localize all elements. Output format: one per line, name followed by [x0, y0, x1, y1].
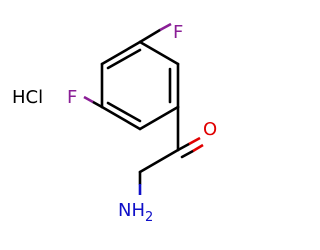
amine-label: NH2: [118, 200, 153, 225]
ring-inner-bond-3: [106, 101, 142, 123]
carbonyl-bond-1: [176, 142, 191, 152]
hcl-label: HCl: [12, 87, 43, 108]
oxygen-label: O: [203, 119, 217, 140]
fluorine-top-label: F: [173, 22, 183, 43]
ring-bond-4: [100, 105, 142, 131]
amine-main-label: NH: [118, 200, 145, 221]
carbonyl-bond-1-o: [188, 136, 201, 146]
ring-bond-6: [100, 40, 142, 66]
ring-bond-3: [138, 105, 180, 131]
cf-bond-top: [138, 28, 162, 44]
fluorine-left-label: F: [67, 87, 77, 108]
ring-bond-1: [138, 40, 180, 66]
chemical-structure: F F O NH2 HCl: [12, 22, 217, 225]
cf-bond-top-f: [159, 22, 172, 32]
amine-subscript: 2: [145, 210, 153, 225]
ring-inner-bond-1: [106, 48, 142, 70]
carbonyl-bond-2: [180, 149, 195, 159]
cf-bond-left: [91, 100, 104, 109]
carbonyl-to-ch2-bond: [138, 148, 180, 174]
cf-bond-left-f: [83, 95, 94, 104]
carbonyl-bond-2-o: [192, 143, 204, 153]
